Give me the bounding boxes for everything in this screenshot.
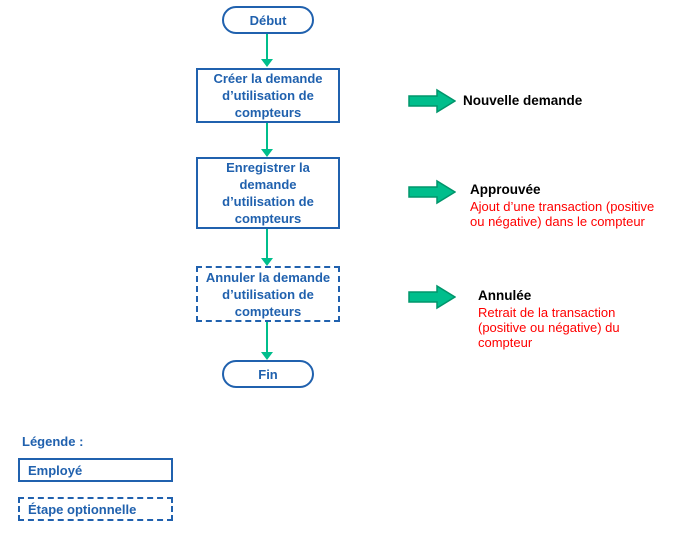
end-node-label: Fin: [258, 366, 278, 382]
annotation-description: Ajout d’une transaction (positive ou nég…: [470, 199, 655, 229]
annotation-title: Approuvée: [470, 182, 541, 197]
annotation-text: Annulée Retrait de la transaction (posit…: [478, 284, 620, 350]
annotation-text: Approuvée Ajout d’une transaction (posit…: [470, 179, 654, 229]
step-register-request: Enregistrer la demande d’utilisation de …: [196, 157, 340, 229]
arrow-down-icon: [261, 352, 273, 360]
flow-connector-line: [266, 34, 268, 59]
block-arrow-right-icon: [408, 179, 456, 205]
annotation-title: Annulée: [478, 288, 532, 303]
start-node-label: Début: [249, 12, 287, 28]
block-arrow-right-icon: [408, 88, 456, 114]
annotation-title: Nouvelle demande: [463, 93, 583, 108]
flow-connector-line: [266, 322, 268, 352]
step-label: Annuler la demande d’utilisation de comp…: [205, 269, 331, 319]
start-node: Début: [222, 6, 314, 34]
step-label: Enregistrer la demande d’utilisation de …: [222, 160, 314, 226]
annotation-approved: Approuvée Ajout d’une transaction (posit…: [408, 179, 654, 229]
annotation-cancelled: Annulée Retrait de la transaction (posit…: [408, 284, 620, 350]
arrow-down-icon: [261, 149, 273, 157]
annotation-text: Nouvelle demande: [463, 88, 582, 108]
step-create-request: Créer la demande d’utilisation de compte…: [196, 68, 340, 123]
flow-connector-line: [266, 229, 268, 258]
legend-item-label: Employé: [28, 462, 83, 478]
annotation-description: Retrait de la transaction (positive ou n…: [478, 305, 620, 350]
arrow-down-icon: [261, 59, 273, 67]
legend-title: Légende :: [22, 434, 84, 449]
legend-item-optional-step: Étape optionnelle: [18, 497, 173, 521]
legend-item-label: Étape optionnelle: [28, 501, 137, 517]
annotation-new-request: Nouvelle demande: [408, 88, 582, 114]
step-cancel-request-optional: Annuler la demande d’utilisation de comp…: [196, 266, 340, 322]
arrow-down-icon: [261, 258, 273, 266]
legend-item-employee: Employé: [18, 458, 173, 482]
step-label: Créer la demande d’utilisation de compte…: [213, 71, 323, 120]
end-node: Fin: [222, 360, 314, 388]
block-arrow-right-icon: [408, 284, 456, 310]
flow-connector-line: [266, 123, 268, 149]
